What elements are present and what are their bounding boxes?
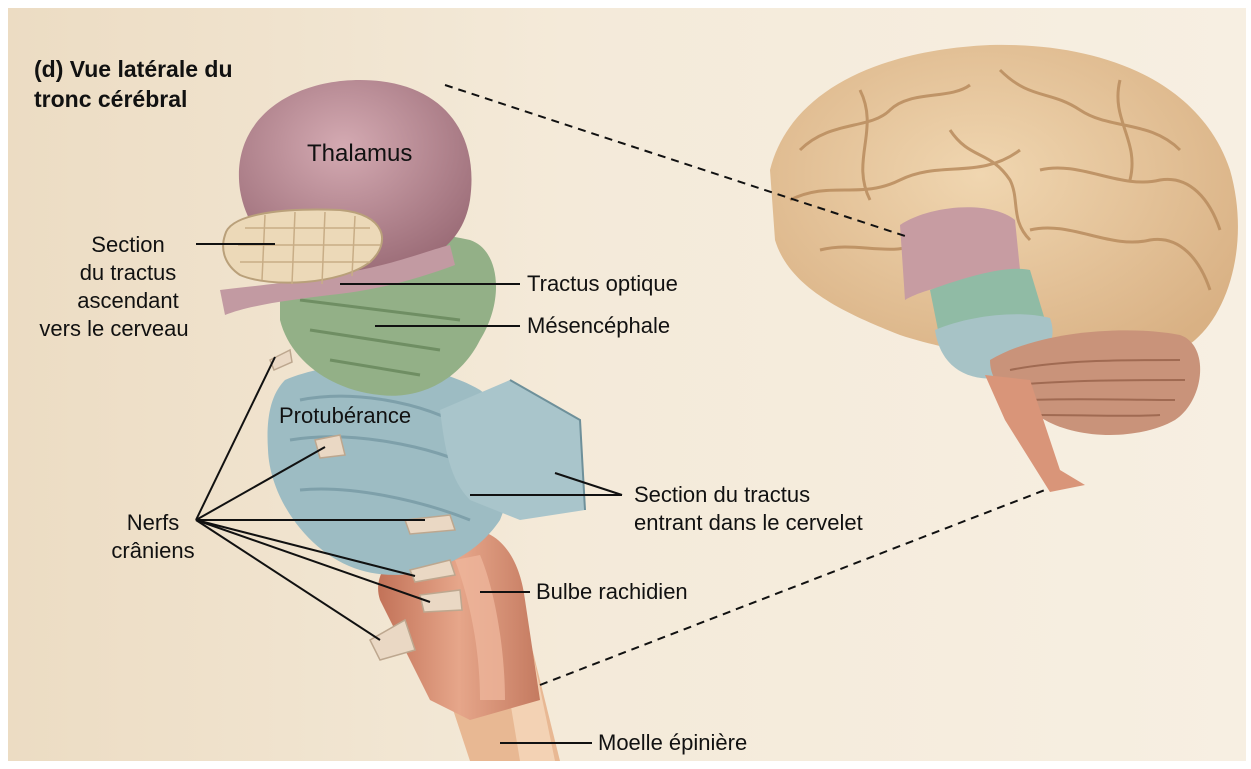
label-section-ascendant-l1: Section (36, 231, 220, 259)
label-moelle-epiniere: Moelle épinière (598, 729, 747, 757)
label-section-cervelet-l2: entrant dans le cervelet (634, 509, 863, 537)
label-protuberance: Protubérance (279, 402, 411, 430)
label-bulbe-rachidien: Bulbe rachidien (536, 578, 688, 606)
label-nerfs-l2: crâniens (108, 537, 198, 565)
label-tractus-optique: Tractus optique (527, 270, 678, 298)
label-nerfs-l1: Nerfs (108, 509, 198, 537)
label-section-cervelet: Section du tractus entrant dans le cerve… (634, 481, 863, 537)
title-line-1: (d) Vue latérale du (34, 54, 233, 84)
label-nerfs-craniens: Nerfs crâniens (108, 509, 198, 565)
label-mesencephale: Mésencéphale (527, 312, 670, 340)
title-line-2: tronc cérébral (34, 84, 233, 114)
figure-title: (d) Vue latérale du tronc cérébral (34, 54, 233, 114)
label-section-ascendant-l3: ascendant (36, 287, 220, 315)
label-section-ascendant-l4: vers le cerveau (8, 315, 220, 343)
label-section-cervelet-l1: Section du tractus (634, 481, 863, 509)
label-thalamus: Thalamus (307, 140, 412, 168)
label-section-ascendant-l2: du tractus (36, 259, 220, 287)
label-section-ascendant: Section du tractus ascendant vers le cer… (36, 231, 220, 343)
